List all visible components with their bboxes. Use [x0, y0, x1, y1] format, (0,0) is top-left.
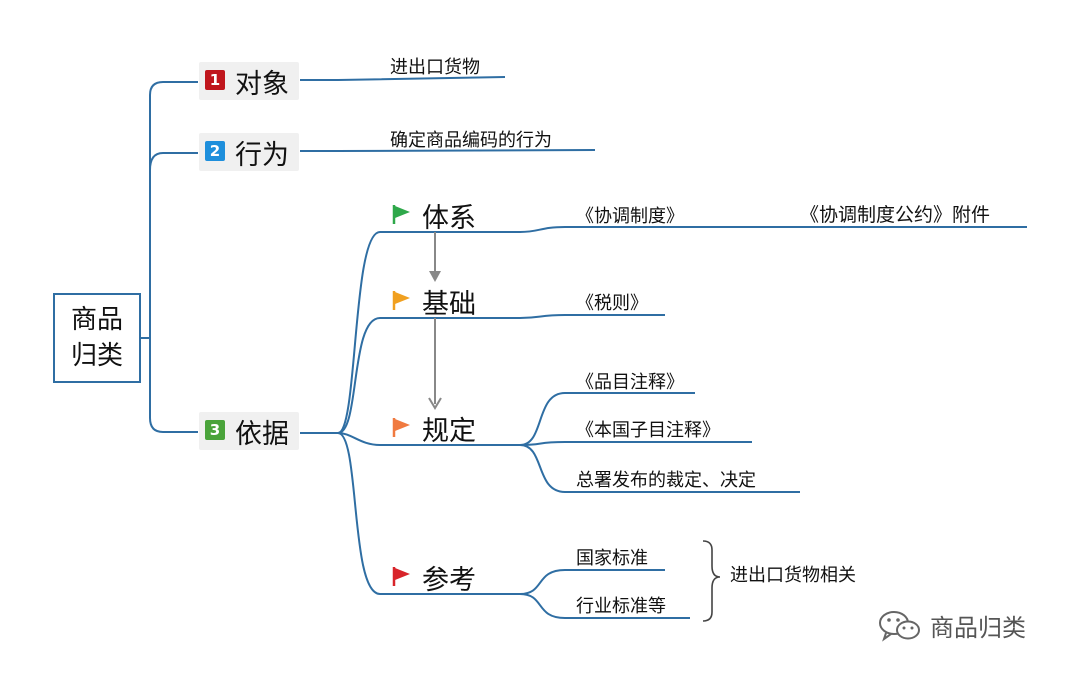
leaf-tixi: 《协调制度》: [576, 206, 684, 227]
connector-guiding-leaf3: [519, 444, 800, 493]
leaf-b2: 确定商品编码的行为: [390, 130, 552, 151]
arrowhead-jichu-guiding: [428, 397, 442, 410]
node-b3-label: 依据: [235, 419, 289, 450]
leaf-guiding-1: 《品目注释》: [576, 372, 684, 393]
root-node[interactable]: 商品 归类: [53, 293, 141, 383]
leaf-guiding-3: 总署发布的裁定、决定: [576, 470, 756, 491]
node-b2-label: 行为: [235, 140, 289, 171]
connector-root-b1: [141, 81, 198, 339]
connector-b3-guiding: [337, 432, 520, 446]
curly-brace: [702, 540, 721, 622]
badge-2-icon: 2: [205, 141, 225, 161]
flag-yellow-icon: [392, 291, 410, 310]
leaf-guiding-2: 《本国子目注释》: [576, 420, 720, 441]
connector-b3-cankao: [337, 432, 520, 595]
node-b1-label: 对象: [235, 69, 289, 100]
watermark: 商品归类: [878, 608, 1026, 643]
flag-red-icon: [392, 567, 410, 586]
connector-jichu-leaf: [519, 314, 665, 319]
leaf-tixi-note: 《协调制度公约》附件: [800, 204, 991, 226]
leaf-cankao-2: 行业标准等: [576, 596, 666, 617]
connector-tixi-leaf: [519, 226, 1027, 233]
connector-b1-leaf: [300, 76, 506, 81]
connector-guiding-leaf1: [519, 392, 695, 446]
root-label-line1: 商品: [70, 305, 123, 335]
badge-1-icon: 1: [205, 70, 225, 90]
node-jichu-label: 基础: [422, 289, 476, 320]
wechat-icon: [879, 610, 920, 642]
flag-green-icon: [392, 205, 410, 224]
leaf-b1: 进出口货物: [390, 57, 480, 78]
watermark-text: 商品归类: [930, 614, 1026, 642]
connector-root-b2: [149, 152, 198, 171]
root-label-line2: 归类: [70, 341, 123, 371]
bracket-note: 进出口货物相关: [730, 565, 856, 586]
leaf-jichu: 《税则》: [576, 293, 648, 314]
connector-guiding-leaf2: [519, 441, 752, 446]
connector-root-b3: [149, 338, 198, 433]
node-cankao-label: 参考: [422, 565, 476, 596]
connector-cankao-leaf1: [519, 569, 665, 595]
node-guiding-label: 规定: [422, 416, 476, 447]
flag-orange-icon: [392, 418, 410, 437]
badge-3-icon: 3: [205, 420, 225, 440]
connector-b2-leaf: [300, 149, 596, 152]
connector-cankao-leaf2: [519, 593, 690, 619]
connector-b3-tixi: [300, 231, 520, 434]
connector-b3-jichu: [337, 317, 520, 434]
leaf-cankao-1: 国家标准: [576, 548, 648, 569]
arrowhead-tixi-jichu: [429, 271, 441, 282]
node-tixi-label: 体系: [422, 203, 476, 234]
